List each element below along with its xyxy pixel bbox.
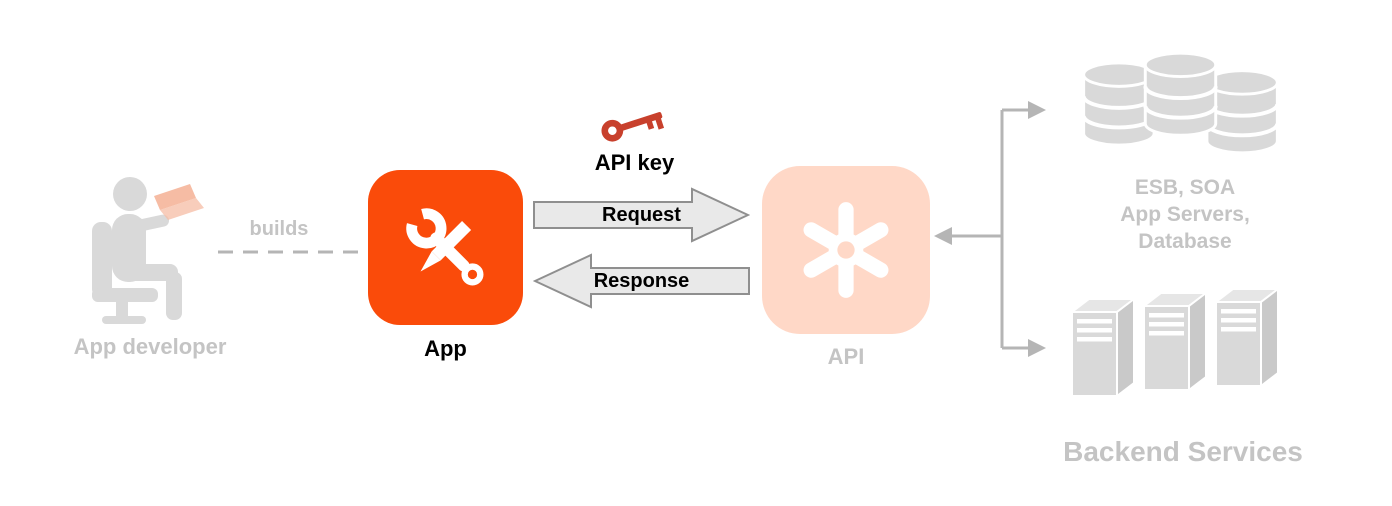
- esb-soa-label: ESB, SOA App Servers, Database: [1120, 176, 1250, 253]
- response-label: Response: [593, 269, 690, 292]
- laptop-base: [160, 198, 204, 220]
- api-icon: [762, 166, 930, 334]
- builds-label: builds: [249, 218, 309, 240]
- key-icon: [601, 112, 665, 142]
- request-arrow: Request: [533, 186, 751, 244]
- app-icon: [368, 170, 523, 325]
- request-label: Request: [602, 203, 681, 226]
- app-developer-icon: [92, 177, 204, 324]
- wrench-pencil-icon: [405, 207, 483, 285]
- servers-icon: [1069, 286, 1281, 399]
- response-arrow: Response: [532, 252, 750, 310]
- app-label: App: [424, 336, 467, 361]
- backend-services-label: Backend Services: [1063, 436, 1303, 467]
- api-key-label: API key: [594, 150, 675, 175]
- laptop-screen: [154, 184, 196, 210]
- api-label: API: [827, 344, 865, 369]
- arrowhead-into-api-icon: [934, 227, 952, 245]
- database-icon: [1081, 51, 1280, 155]
- arrowhead-into-database-icon: [1028, 101, 1046, 119]
- right-arrow-shape: [533, 187, 751, 243]
- left-arrow-shape: [532, 253, 750, 309]
- pinwheel-icon: [803, 202, 889, 298]
- arrowhead-into-servers-icon: [1028, 339, 1046, 357]
- app-developer-label: App developer: [73, 334, 227, 359]
